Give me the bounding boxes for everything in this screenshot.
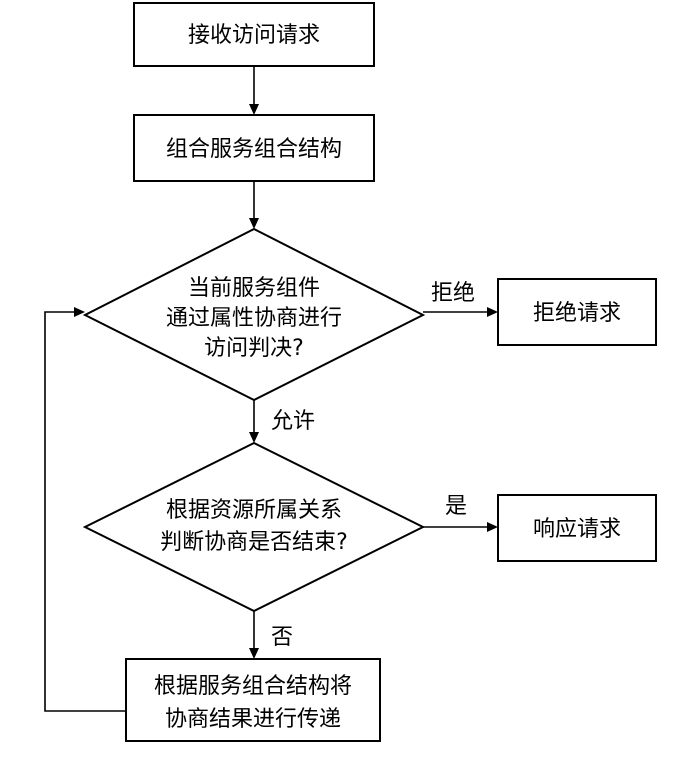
arrowhead bbox=[74, 307, 85, 317]
edge-label-yes: 是 bbox=[445, 494, 467, 519]
edge-label-reject: 拒绝 bbox=[431, 281, 475, 306]
arrowhead bbox=[249, 648, 259, 659]
node-receive-request-label: 接收访问请求 bbox=[188, 23, 320, 48]
node-reject-request-label: 拒绝请求 bbox=[533, 301, 621, 326]
decision-access-judgment-line-1: 当前服务组件 bbox=[188, 276, 320, 301]
node-reject-request: 拒绝请求 bbox=[497, 278, 657, 346]
node-pass-result: 根据服务组合结构将 协商结果进行传递 bbox=[125, 658, 381, 742]
node-receive-request: 接收访问请求 bbox=[133, 2, 375, 67]
edge-label-no: 否 bbox=[271, 625, 293, 650]
node-compose-structure: 组合服务组合结构 bbox=[133, 114, 375, 182]
decision-negotiation-finished: 根据资源所属关系 判断协商是否结束? bbox=[82, 441, 426, 613]
edge-receive-to-compose bbox=[249, 66, 259, 115]
edge-decision2-to-pass: 否 bbox=[249, 611, 293, 659]
edge-compose-to-decision1 bbox=[249, 181, 259, 229]
edge-decision1-to-reject: 拒绝 bbox=[423, 281, 498, 317]
arrowhead bbox=[487, 307, 498, 317]
arrowhead bbox=[249, 218, 259, 229]
decision-access-judgment-line-3: 访问判决? bbox=[204, 336, 304, 361]
node-pass-result-line-2: 协商结果进行传递 bbox=[165, 707, 341, 732]
arrowhead bbox=[249, 104, 259, 115]
decision-negotiation-finished-line-2: 判断协商是否结束? bbox=[160, 530, 348, 555]
node-compose-structure-label: 组合服务组合结构 bbox=[166, 137, 342, 162]
decision-access-judgment: 当前服务组件 通过属性协商进行 访问判决? bbox=[82, 227, 426, 402]
decision-negotiation-finished-line-1: 根据资源所属关系 bbox=[166, 498, 342, 523]
edge-decision2-to-respond: 是 bbox=[423, 494, 498, 532]
arrowhead bbox=[249, 432, 259, 443]
node-respond-request-label: 响应请求 bbox=[533, 517, 621, 542]
arrowhead bbox=[487, 522, 498, 532]
node-respond-request: 响应请求 bbox=[497, 494, 657, 562]
decision-access-judgment-line-2: 通过属性协商进行 bbox=[166, 306, 342, 331]
edge-pass-loop-to-decision1 bbox=[44, 307, 126, 712]
edge-label-allow: 允许 bbox=[271, 409, 315, 434]
edge-decision1-to-decision2: 允许 bbox=[249, 400, 315, 443]
node-pass-result-line-1: 根据服务组合结构将 bbox=[154, 674, 352, 699]
